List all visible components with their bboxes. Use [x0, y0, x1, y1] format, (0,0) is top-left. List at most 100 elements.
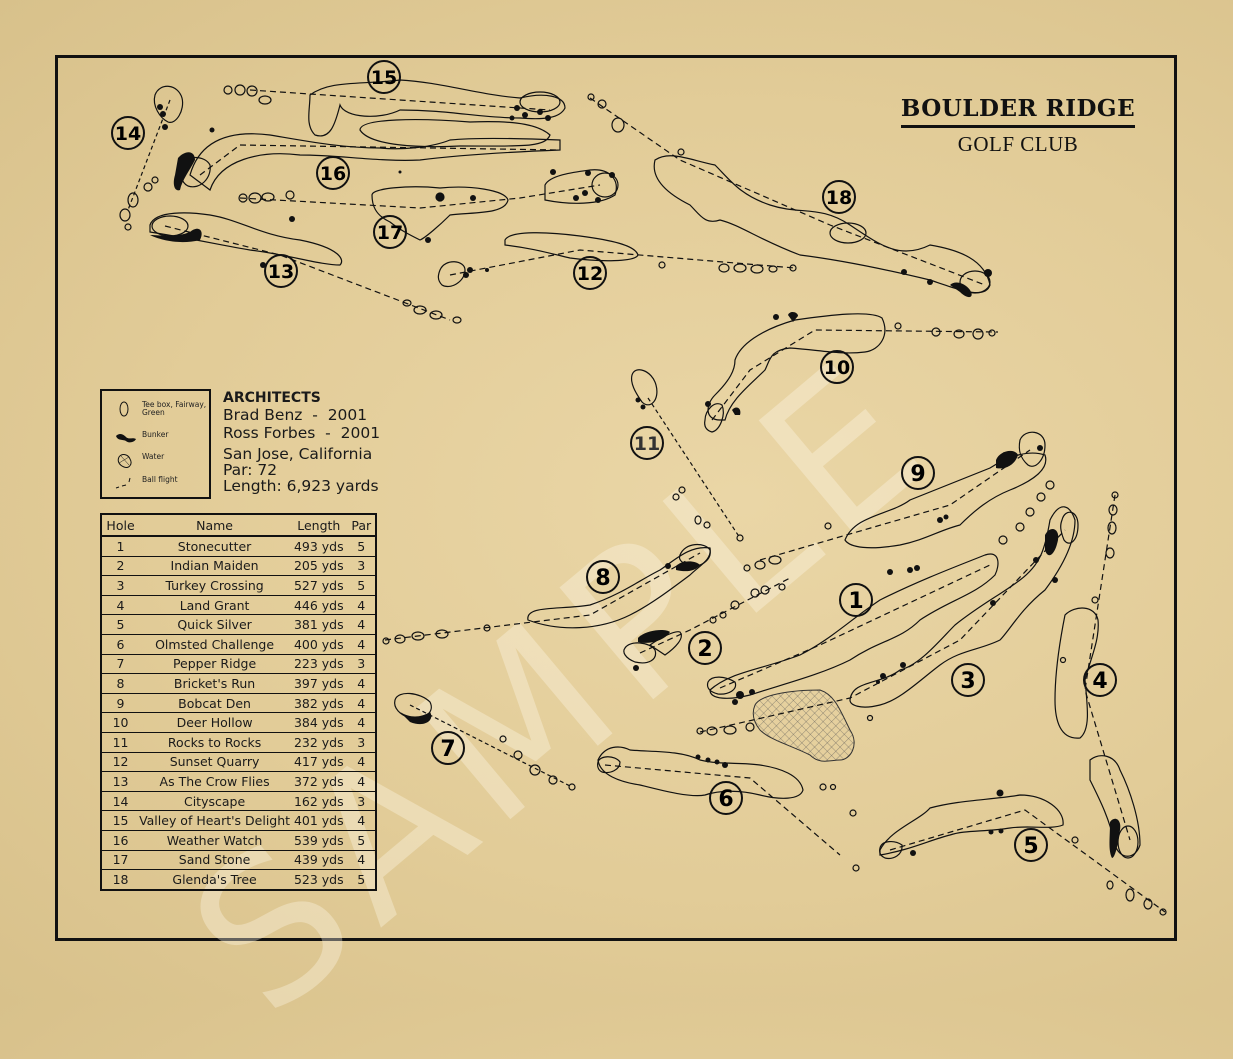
- hole-6-layout: [597, 746, 841, 856]
- header-length: Length: [290, 514, 348, 537]
- hole-number: 15: [101, 810, 140, 831]
- water-hazard: [752, 689, 855, 762]
- hole-badge-5: 5: [1014, 828, 1048, 862]
- svg-text:1: 1: [848, 589, 863, 614]
- hole-badge-13: 13: [264, 254, 298, 288]
- hole-number: 5: [101, 614, 140, 635]
- hole-length: 527 yds: [290, 575, 348, 596]
- hole-par: 4: [347, 692, 376, 713]
- hole-14-green: [153, 85, 184, 123]
- hole-par: 5: [347, 829, 376, 850]
- hole-badge-6: 6: [709, 781, 743, 815]
- bunker-9: [996, 450, 1018, 469]
- header-name: Name: [139, 514, 291, 537]
- svg-text:7: 7: [440, 737, 455, 762]
- hole-name: Bobcat Den: [139, 692, 291, 713]
- hole-par: 4: [347, 633, 376, 655]
- hole-par: 4: [347, 594, 376, 615]
- legend-item-ball-flight: Ball flight: [102, 474, 209, 494]
- hole-name: Weather Watch: [139, 829, 291, 850]
- hole-par: 4: [347, 771, 376, 792]
- bunker-7: [400, 712, 432, 725]
- ball-flight-icon: [115, 477, 131, 489]
- hole-5-fairway: [879, 794, 1064, 856]
- bunker-13: [150, 228, 202, 243]
- hole-12-green: [437, 261, 466, 288]
- hole-number: 17: [101, 849, 140, 870]
- svg-text:2: 2: [697, 637, 712, 662]
- hole-number: 4: [101, 594, 140, 615]
- hole-number: 16: [101, 829, 140, 850]
- hole-18-green: [959, 270, 991, 294]
- hole-number: 9: [101, 692, 140, 713]
- architect-1: Brad Benz - 2001: [223, 406, 368, 424]
- hole-par: 3: [347, 790, 376, 811]
- hole-15-flight: [249, 89, 551, 111]
- hole-length: 162 yds: [290, 790, 348, 811]
- hole-name: Bricket's Run: [139, 673, 291, 694]
- hole-1-green: [706, 676, 737, 695]
- architect-2: Ross Forbes - 2001: [223, 424, 381, 442]
- hole-badge-9: 9: [901, 456, 935, 490]
- hole-length: 539 yds: [290, 829, 348, 850]
- club-subtitle: GOLF CLUB: [957, 132, 1079, 156]
- hole-par: 5: [347, 575, 376, 596]
- hole-8-layout: [382, 544, 782, 645]
- hole-name: Sand Stone: [139, 849, 291, 870]
- hole-3-layout: [696, 480, 1079, 736]
- map-legend: Tee box, Fairway, Green Bunker Water Bal…: [100, 389, 211, 499]
- hole-name: Olmsted Challenge: [139, 633, 291, 655]
- hole-length: 439 yds: [290, 849, 348, 870]
- hole-badges: 1 2 3 4 5 6 7 8 9 10 11 12 13 14 15 16 1…: [111, 60, 1117, 862]
- hole-number: 7: [101, 653, 140, 674]
- hole-par: 4: [347, 614, 376, 635]
- hole-length: 523 yds: [290, 869, 348, 890]
- svg-text:13: 13: [268, 261, 294, 283]
- hole-length: 372 yds: [290, 771, 348, 792]
- hole-18-layout: [587, 93, 991, 294]
- svg-text:14: 14: [115, 123, 141, 145]
- hole-par: 3: [347, 555, 376, 576]
- hole-11-layout: [630, 369, 744, 542]
- svg-text:16: 16: [320, 163, 346, 185]
- hole-11-green: [630, 369, 658, 406]
- hole-8-fairway: [527, 547, 711, 629]
- hole-par: 3: [347, 653, 376, 674]
- hole-length: 493 yds: [290, 535, 348, 557]
- svg-text:18: 18: [826, 187, 852, 209]
- water-icon: [117, 454, 132, 468]
- legend-item-tee-fairway-green: Tee box, Fairway, Green: [102, 399, 209, 419]
- hole-badge-1: 1: [839, 583, 873, 617]
- hole-4-fairway: [1054, 607, 1099, 739]
- svg-text:15: 15: [371, 67, 397, 89]
- hole-5-layout: [849, 794, 1167, 916]
- course-par: Par: 72: [223, 461, 278, 479]
- hole-9-green: [1018, 431, 1046, 467]
- hole-9-layout: [759, 431, 1047, 561]
- hole-par: 3: [347, 731, 376, 753]
- hole-name: As The Crow Flies: [139, 771, 291, 792]
- hole-badge-17: 17: [373, 215, 407, 249]
- hole-par: 5: [347, 535, 376, 557]
- hole-16-layout: [180, 119, 561, 191]
- hole-6-fairway: [597, 746, 804, 799]
- hole-13-layout: [149, 212, 462, 324]
- hole-number: 2: [101, 555, 140, 576]
- hole-name: Deer Hollow: [139, 712, 291, 733]
- hole-3-fairway: [849, 506, 1076, 708]
- bunker-2: [638, 630, 670, 643]
- bunker-14: [173, 152, 195, 191]
- hole-17-fairway: [371, 186, 509, 241]
- hole-12-layout: [437, 232, 797, 288]
